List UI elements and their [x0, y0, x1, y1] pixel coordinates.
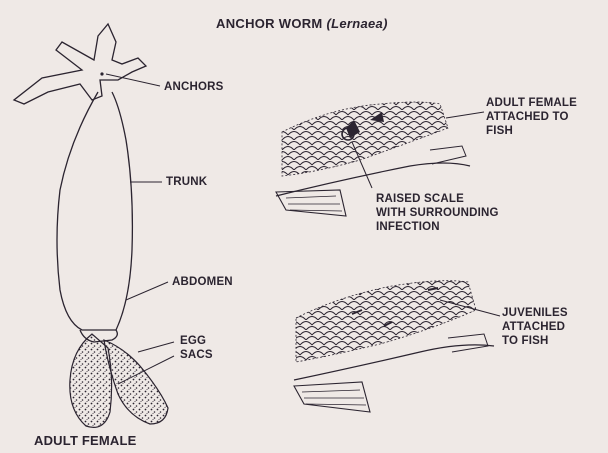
- fish-bottom: [290, 272, 500, 412]
- label-raised-scale-line-2: WITH SURROUNDING: [376, 206, 499, 220]
- label-adult-female-attached-line-3: FISH: [486, 124, 577, 138]
- title-species: (Lernaea): [327, 16, 388, 31]
- label-raised-scale-line-3: INFECTION: [376, 220, 499, 234]
- title-main: ANCHOR WORM: [216, 16, 323, 31]
- label-egg-sacs-line-1: EGG: [180, 334, 213, 348]
- label-trunk: TRUNK: [166, 175, 207, 189]
- label-abdomen: ABDOMEN: [172, 275, 233, 289]
- label-adult-female-attached: ADULT FEMALE ATTACHED TO FISH: [486, 96, 577, 138]
- label-juveniles-attached-line-2: ATTACHED: [502, 320, 568, 334]
- label-juveniles-attached-line-3: TO FISH: [502, 334, 568, 348]
- label-juveniles-attached: JUVENILES ATTACHED TO FISH: [502, 306, 568, 348]
- label-adult-female-attached-line-2: ATTACHED TO: [486, 110, 577, 124]
- label-raised-scale-line-1: RAISED SCALE: [376, 192, 499, 206]
- label-egg-sacs: EGG SACS: [180, 334, 213, 362]
- label-adult-female: ADULT FEMALE: [34, 434, 137, 448]
- label-egg-sacs-line-2: SACS: [180, 348, 213, 362]
- label-raised-scale: RAISED SCALE WITH SURROUNDING INFECTION: [376, 192, 499, 234]
- label-juveniles-attached-line-1: JUVENILES: [502, 306, 568, 320]
- label-anchors: ANCHORS: [164, 80, 224, 94]
- label-adult-female-attached-line-1: ADULT FEMALE: [486, 96, 577, 110]
- diagram-title: ANCHOR WORM (Lernaea): [216, 17, 388, 31]
- adult-female-worm: [14, 24, 146, 342]
- worm-body: [57, 92, 132, 330]
- leader-line-top-right: [446, 112, 484, 118]
- anchor-head: [14, 24, 146, 104]
